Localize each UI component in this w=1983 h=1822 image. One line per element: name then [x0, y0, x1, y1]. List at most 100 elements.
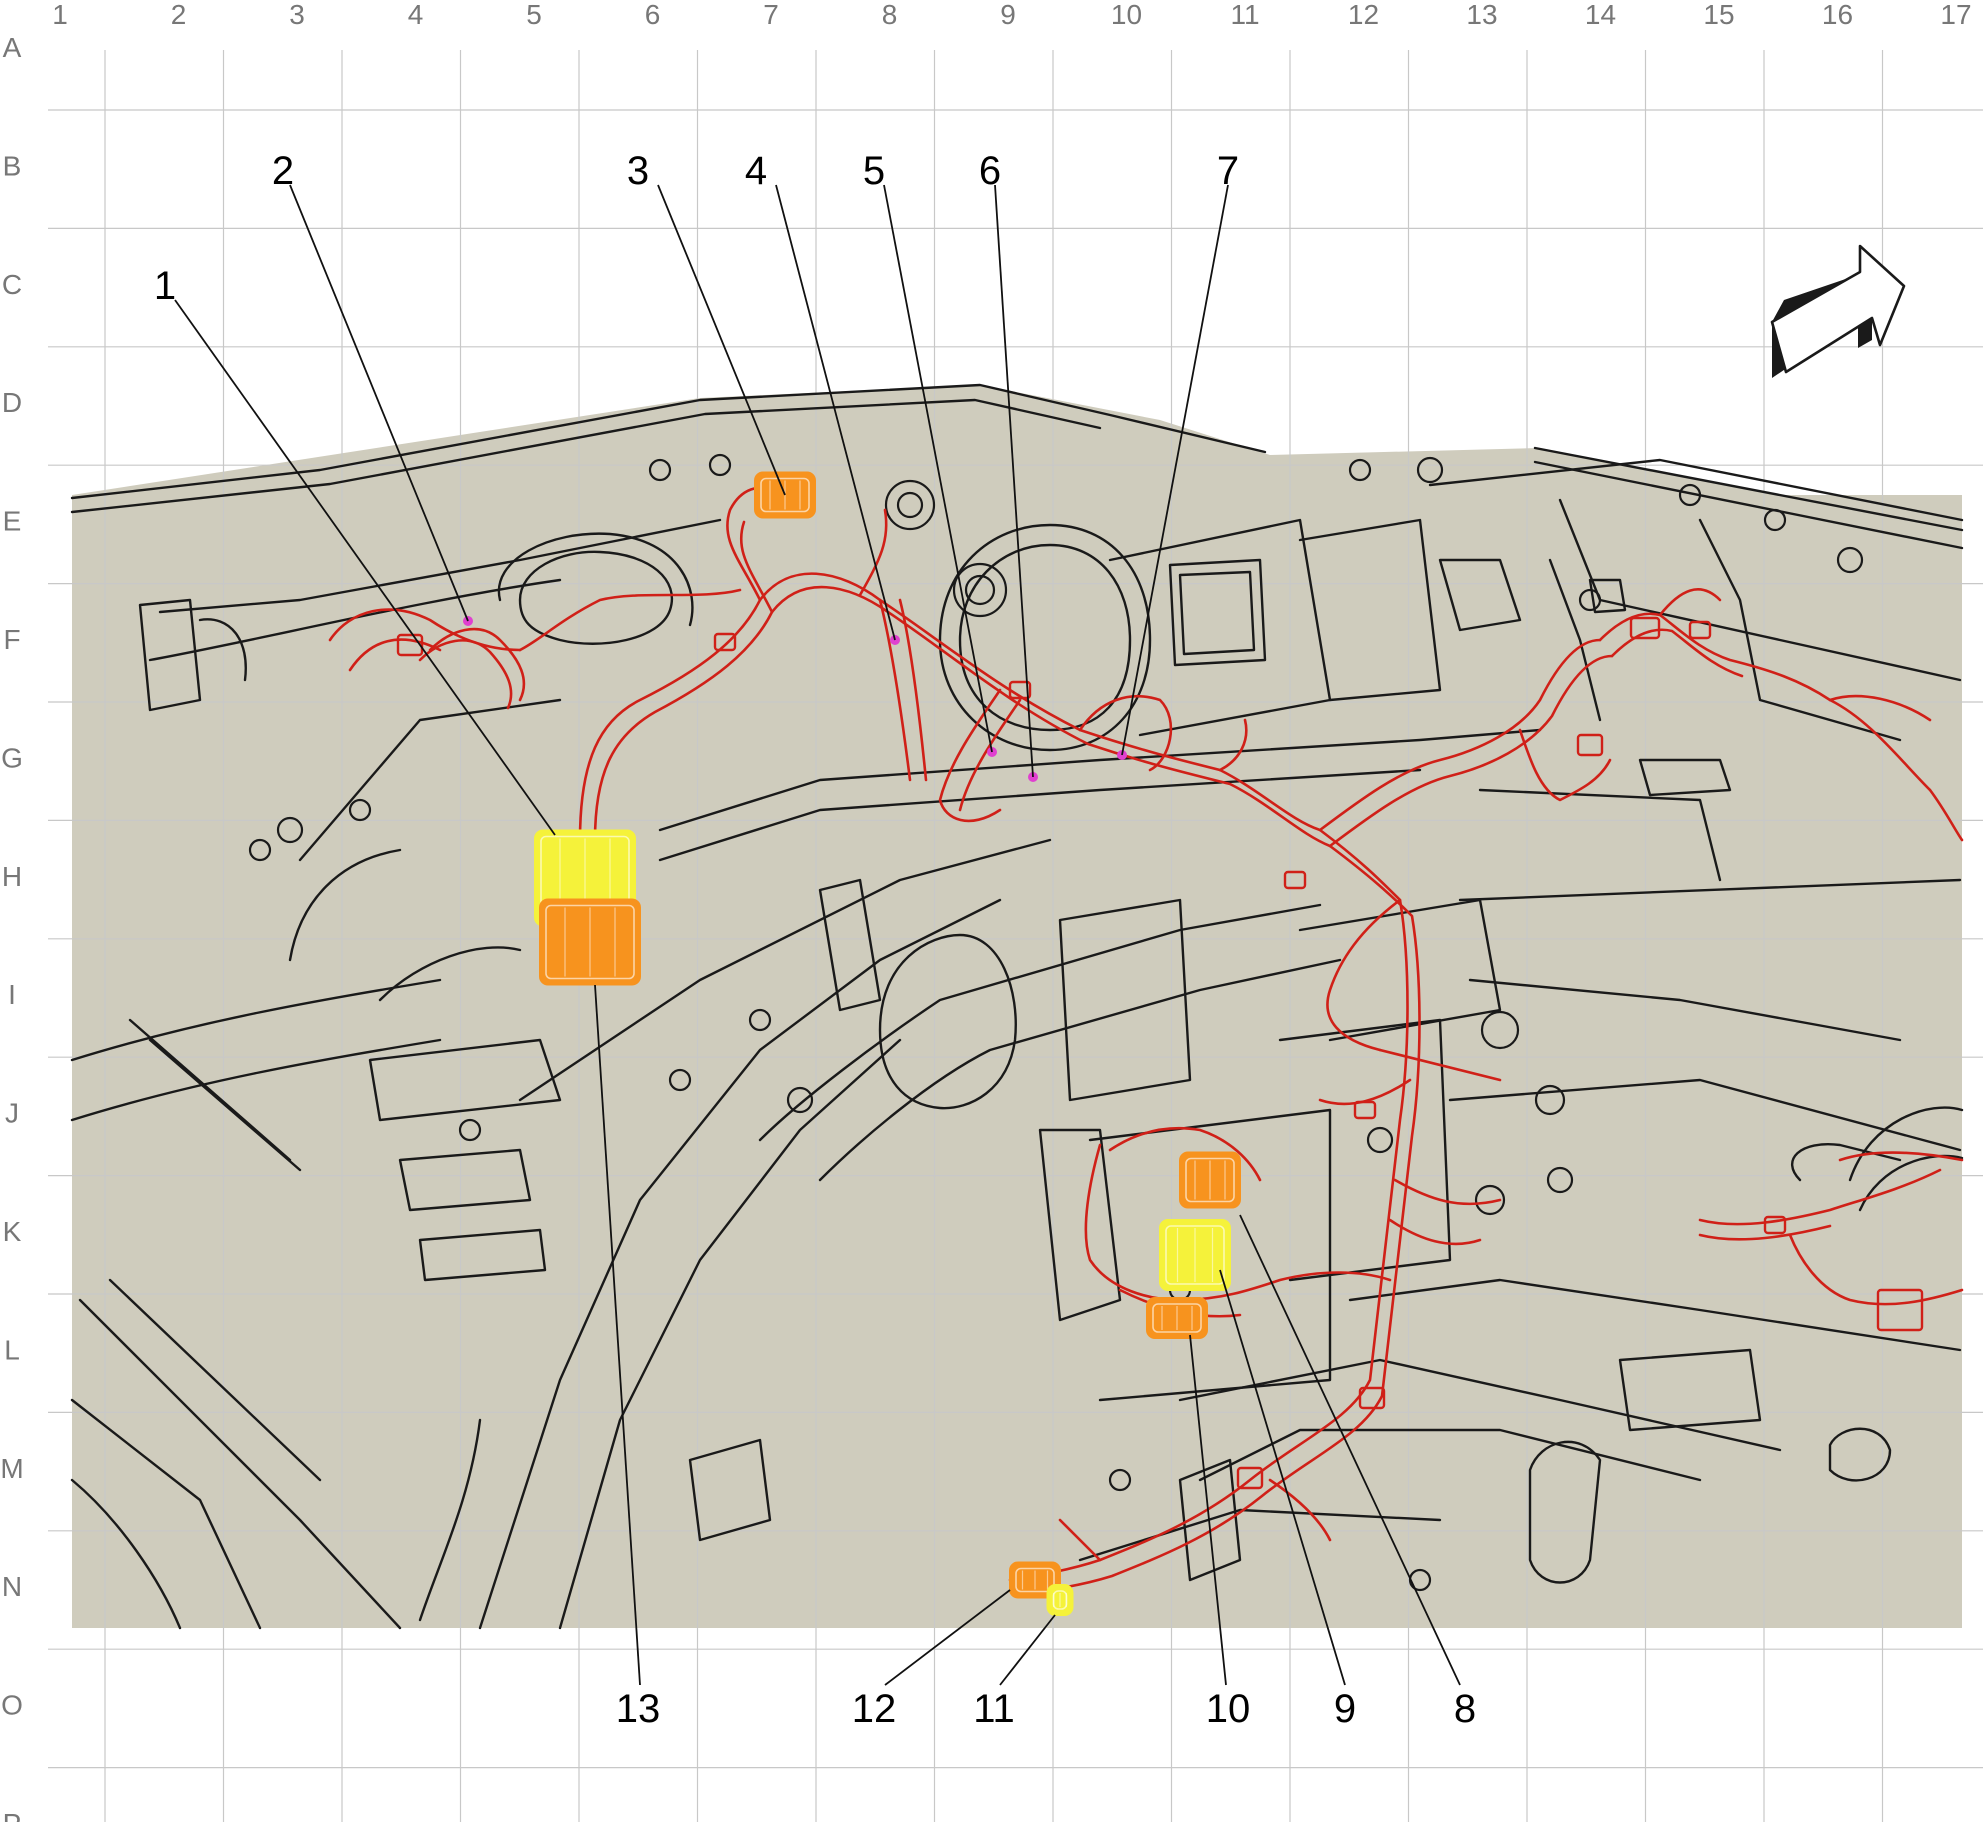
- structure-line: [70, 1478, 182, 1630]
- connector-orange-n-detail: [1015, 1567, 1055, 1593]
- callout-leader-7: [1121, 184, 1229, 756]
- harness-branch: [1698, 1224, 1832, 1241]
- structure-line: [1438, 558, 1522, 632]
- structure-hole: [668, 1068, 692, 1092]
- structure-line: [497, 532, 694, 627]
- callout-leader-4: [775, 184, 896, 641]
- vehicle-drawing-panel: [72, 385, 1962, 1628]
- structure-hole: [964, 574, 996, 606]
- harness-clip: [1008, 680, 1032, 700]
- structure-line: [1448, 1078, 1962, 1152]
- structure-line: [1278, 1018, 1452, 1282]
- structure-hole: [458, 1118, 482, 1142]
- grid-column-label: 1: [52, 0, 68, 30]
- callout-leader-13: [594, 984, 641, 1686]
- grid-column-label: 10: [1111, 0, 1142, 30]
- structure-line: [688, 1438, 772, 1542]
- callout-label-9: 9: [1334, 1687, 1356, 1731]
- harness-clip: [1763, 1215, 1787, 1235]
- wiring-harness: [328, 486, 1964, 1596]
- callout-leader-11: [999, 1614, 1056, 1686]
- grid-column-label: 14: [1585, 0, 1616, 30]
- callout-leader-2: [289, 184, 469, 622]
- grid-column-label: 9: [1000, 0, 1016, 30]
- grid-column-label: 2: [171, 0, 187, 30]
- structure-line: [1298, 518, 1442, 702]
- harness-branch: [1388, 1218, 1482, 1246]
- harness-clip: [1576, 733, 1604, 757]
- structure-hole: [1534, 1084, 1566, 1116]
- grid-row-label: I: [8, 979, 16, 1010]
- structure-line: [368, 1038, 562, 1122]
- structure-line: [1533, 460, 1964, 550]
- structure-line: [1828, 1427, 1892, 1482]
- grid-row-label: B: [3, 150, 22, 181]
- grid-row-label: N: [2, 1571, 22, 1602]
- grid-row-label: C: [2, 269, 22, 300]
- harness-branch: [1838, 1151, 1964, 1162]
- callout-label-11: 11: [973, 1687, 1015, 1731]
- callout-label-8: 8: [1454, 1687, 1476, 1731]
- grid-column-label: 5: [526, 0, 542, 30]
- connectors: [463, 471, 1241, 1616]
- forward-arrow-icon: [1770, 244, 1906, 378]
- structure-hole: [1108, 1468, 1132, 1492]
- structure-hole: [1578, 588, 1602, 612]
- callout-label-2: 2: [272, 149, 294, 193]
- harness-clip: [1236, 1466, 1264, 1490]
- callout-leaders: [174, 184, 1461, 1686]
- structure-line: [1548, 558, 1602, 722]
- structure-line: [878, 933, 1017, 1110]
- harness-branch: [1698, 1168, 1942, 1226]
- structure-line: [518, 550, 673, 645]
- structure-line: [1468, 978, 1902, 1042]
- structure-hole: [748, 1008, 772, 1032]
- harness-branch: [1218, 718, 1248, 772]
- structure-hole: [1546, 1166, 1574, 1194]
- connector-orange-large-detail: [545, 904, 635, 980]
- structure-line: [1588, 578, 1627, 614]
- grid-column-label: 15: [1703, 0, 1734, 30]
- callout-leader-12: [884, 1589, 1011, 1686]
- structure-line: [1533, 446, 1964, 532]
- structure-hole: [276, 816, 304, 844]
- callout-leader-5: [883, 184, 993, 753]
- structure-line: [138, 598, 202, 712]
- grid-column-label: 4: [408, 0, 424, 30]
- structure-line: [818, 878, 882, 1012]
- structure-line: [148, 1038, 302, 1172]
- forward-arrow-head: [1770, 244, 1906, 374]
- harness-branch: [428, 627, 526, 702]
- structure-line: [1108, 518, 1332, 737]
- harness-branch: [958, 698, 1022, 812]
- grid-column-label: 8: [882, 0, 898, 30]
- callout-label-7: 7: [1217, 149, 1239, 193]
- harness-branch: [1518, 728, 1612, 802]
- structure-line: [1618, 1348, 1762, 1432]
- harness-branch: [1828, 694, 1932, 722]
- structure-line: [108, 1278, 322, 1482]
- harness-branch: [1318, 638, 1602, 832]
- grid-column-label: 12: [1348, 0, 1379, 30]
- structure-line: [1178, 570, 1256, 656]
- structure-line: [418, 1418, 482, 1622]
- harness-clip: [1629, 616, 1661, 640]
- structure-line: [478, 898, 1002, 1630]
- grid-column-label: 16: [1822, 0, 1853, 30]
- structure-hole: [348, 798, 372, 822]
- callout-label-10: 10: [1206, 1687, 1251, 1731]
- structure-line: [1058, 898, 1192, 1102]
- structure-line: [1478, 788, 1722, 882]
- callout-leader-9: [1219, 1269, 1346, 1686]
- grid-row-label: F: [3, 624, 20, 655]
- harness-branch: [1378, 1048, 1502, 1082]
- connector-yellow-k-detail: [1165, 1225, 1225, 1285]
- structure-line: [418, 1228, 547, 1282]
- harness-branch: [878, 598, 912, 782]
- structure-line: [288, 848, 402, 962]
- harness-branch: [1058, 1518, 1102, 1562]
- structure-line: [1791, 1143, 1902, 1182]
- harness-branch: [1598, 612, 1932, 792]
